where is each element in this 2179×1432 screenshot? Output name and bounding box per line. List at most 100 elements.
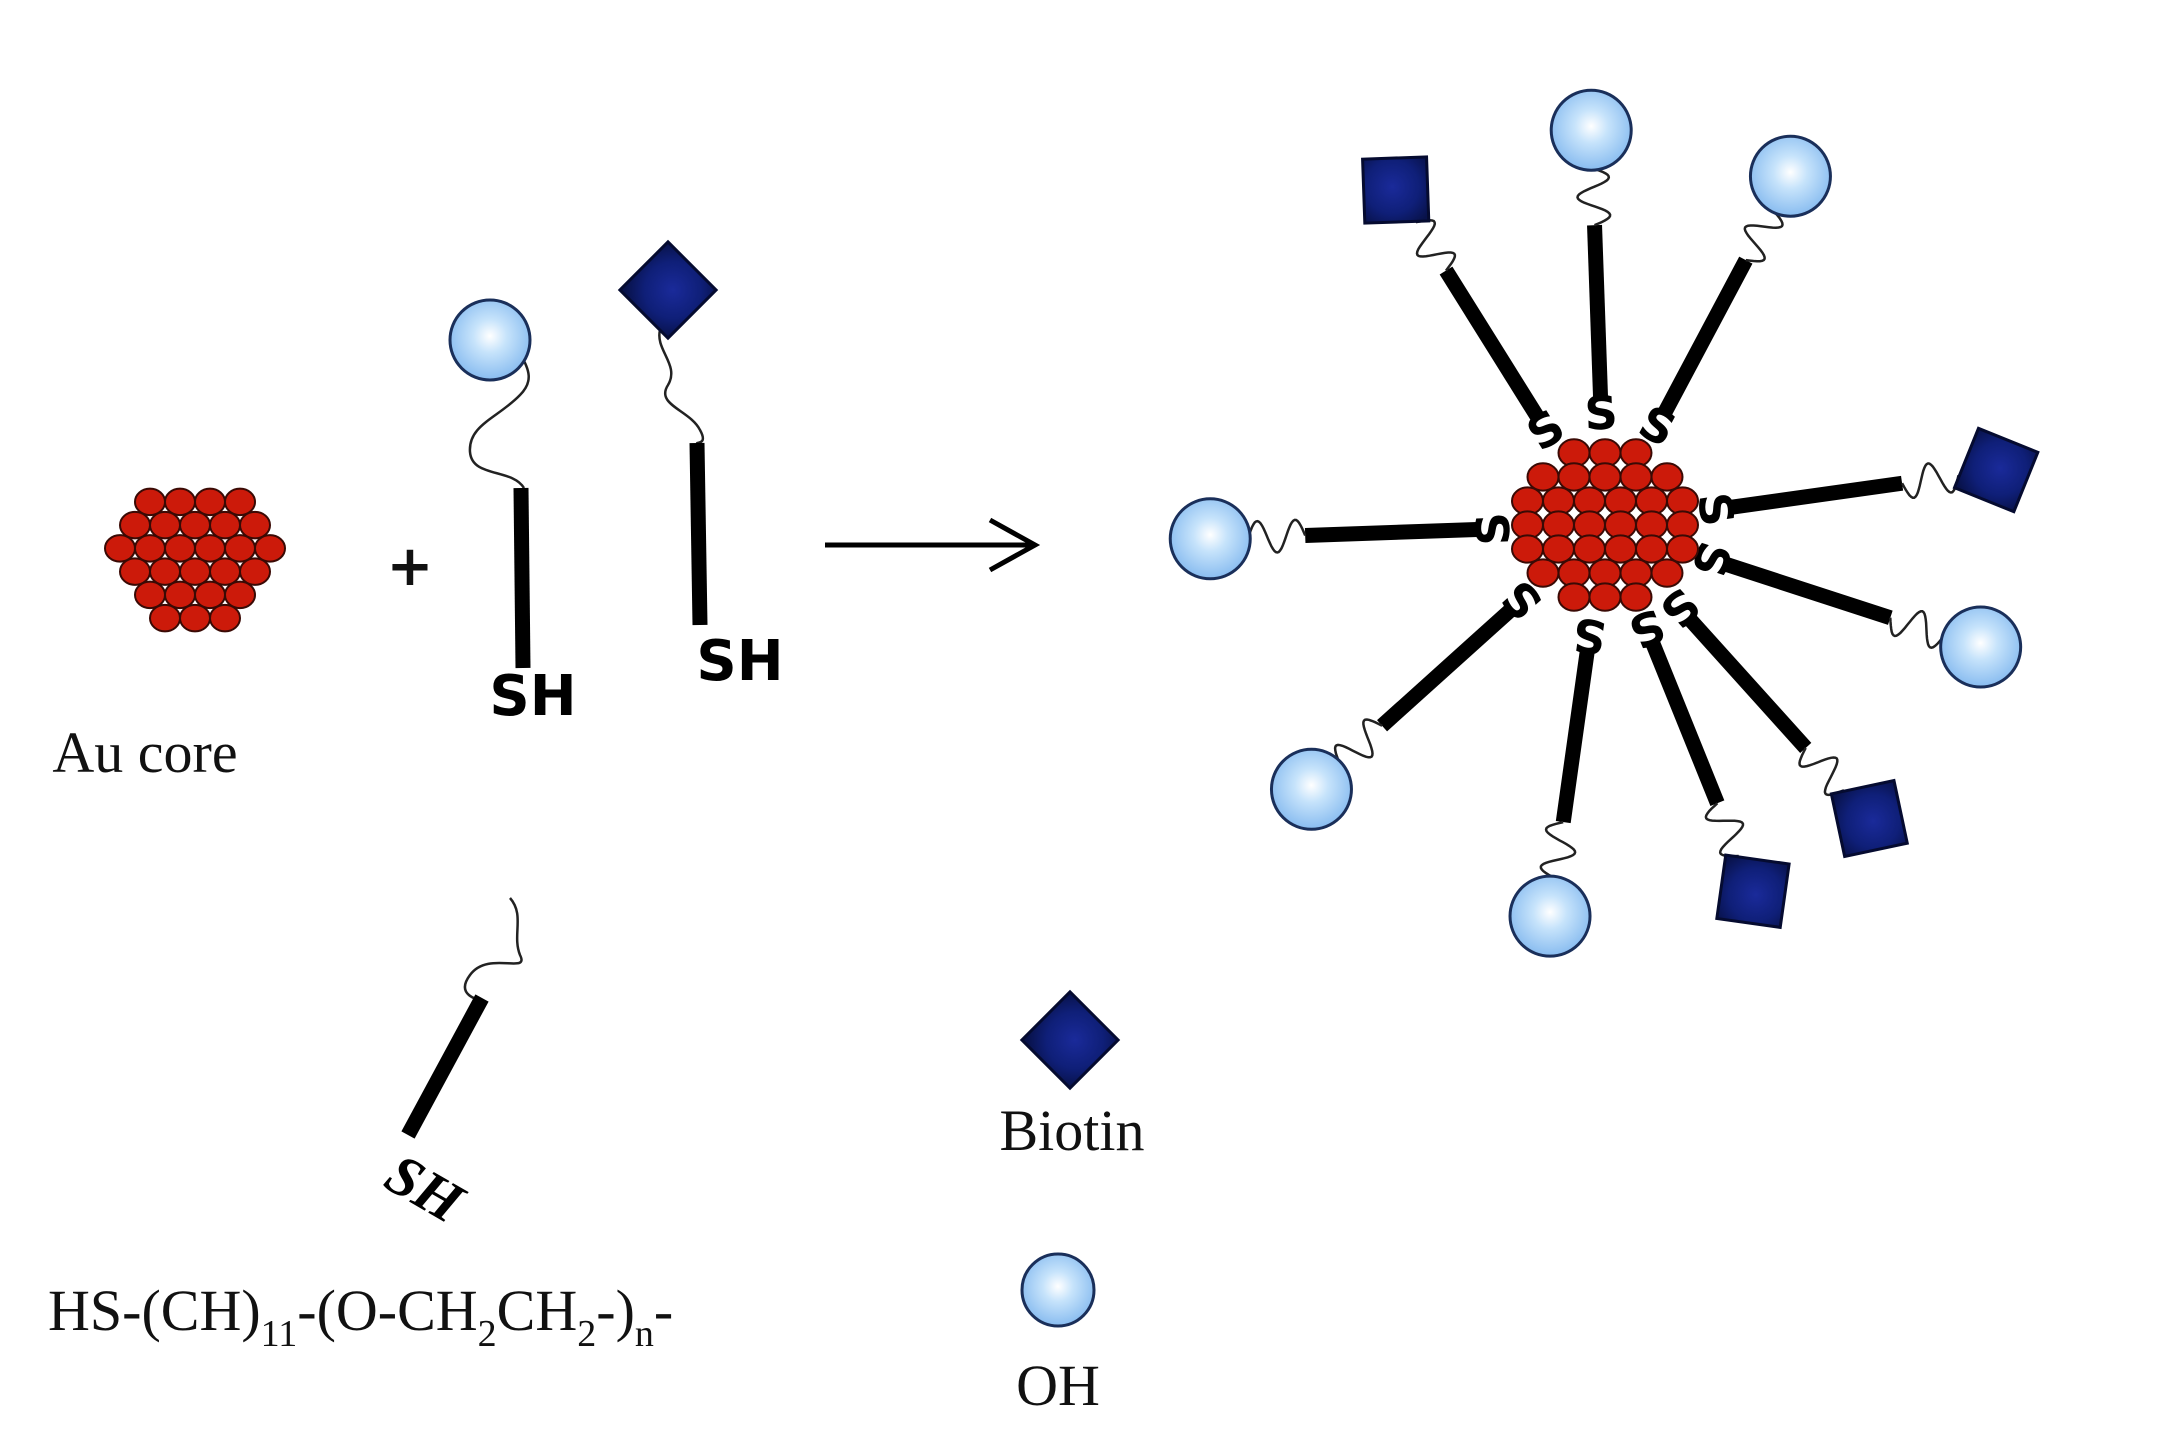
gold-atom xyxy=(1650,462,1684,492)
gold-atom xyxy=(194,534,226,563)
alkyl-chain xyxy=(1439,266,1544,421)
gold-atom xyxy=(194,487,226,517)
thiol-label: SH xyxy=(696,629,783,694)
reaction-arrow xyxy=(825,517,1041,573)
thiol-label: SH xyxy=(375,1141,476,1237)
ligand-formula: HS-(CH)11-(O-CH2CH2-)n- xyxy=(48,1278,673,1355)
surface-ligand: S xyxy=(1630,134,1832,458)
alkyl-chain xyxy=(1555,650,1595,824)
gold-atom xyxy=(1666,534,1699,564)
biotin-thiol-ligand: SH xyxy=(617,239,784,694)
surface-ligand: S xyxy=(1508,607,1610,958)
au-core-cluster xyxy=(104,487,286,633)
alkyl-chain xyxy=(1645,640,1725,806)
oh-thiol-ligand: SH xyxy=(448,298,577,729)
alkyl-chain xyxy=(1658,256,1753,416)
surface-ligand: S xyxy=(1269,570,1553,831)
gold-atom xyxy=(1619,462,1653,492)
peg-spacer xyxy=(1704,802,1745,858)
alkyl-chain xyxy=(1304,521,1478,543)
gold-atom xyxy=(1619,582,1653,612)
gold-atom xyxy=(164,487,196,517)
oh-legend-label: OH xyxy=(1016,1353,1100,1418)
oh-group-icon xyxy=(1168,497,1252,581)
biotin-icon xyxy=(1952,426,2040,514)
gold-atom xyxy=(179,603,211,633)
gold-atom xyxy=(224,487,256,517)
gold-atom xyxy=(164,580,196,610)
peg-spacer xyxy=(1247,518,1307,554)
gold-atom xyxy=(134,534,166,563)
alkyl-chain xyxy=(401,994,489,1139)
alkyl-chain xyxy=(1685,615,1812,753)
surface-ligand: S xyxy=(1361,155,1574,462)
gold-atom xyxy=(1573,534,1606,564)
oh-group-icon xyxy=(448,298,532,382)
biotin-icon xyxy=(1715,853,1791,930)
peg-spacer xyxy=(463,897,523,1002)
au-core-label: Au core xyxy=(52,720,237,785)
peg-spacer xyxy=(658,329,705,447)
gold-atom xyxy=(209,557,241,586)
gold-atom xyxy=(104,534,136,563)
gold-atom xyxy=(1557,582,1591,612)
gold-atom xyxy=(119,557,151,586)
gold-atom xyxy=(1542,534,1575,564)
biotin-legend-label: Biotin xyxy=(999,1098,1144,1163)
oh-group-icon xyxy=(1939,605,2023,689)
alkyl-chain xyxy=(513,487,531,669)
gold-atom xyxy=(239,510,271,540)
gold-atom xyxy=(119,510,151,540)
gold-atom xyxy=(1511,534,1544,564)
gold-atom xyxy=(194,580,226,610)
gold-atom xyxy=(179,557,211,586)
plus-sign: + xyxy=(387,534,434,599)
surface-ligand: S xyxy=(1549,88,1633,441)
peg-spacer xyxy=(1576,167,1612,227)
gold-atom xyxy=(149,510,181,540)
alkyl-chain xyxy=(1724,557,1893,625)
gold-atom xyxy=(224,580,256,610)
gold-atom xyxy=(1635,534,1668,564)
peg-spacer xyxy=(1415,218,1457,272)
oh-group-icon xyxy=(1269,747,1353,831)
gold-atom xyxy=(224,534,256,563)
alkyl-chain xyxy=(689,442,708,626)
au-core-cluster xyxy=(1511,438,1699,612)
gold-atom xyxy=(1557,462,1591,492)
oh-legend-icon xyxy=(1020,1252,1096,1328)
gold-atom xyxy=(1604,534,1637,564)
gold-atom xyxy=(1526,462,1560,492)
gold-atom xyxy=(209,510,241,540)
gold-atom xyxy=(134,487,166,517)
oh-group-icon xyxy=(1549,88,1633,172)
gold-atom xyxy=(239,557,271,586)
gold-atom xyxy=(149,557,181,586)
alkyl-chain xyxy=(1730,475,1904,515)
biotin-icon xyxy=(617,239,719,341)
peg-spacer xyxy=(1333,718,1383,765)
peg-spacer xyxy=(1798,747,1845,797)
surface-ligand: S xyxy=(1687,426,2040,530)
gold-atom xyxy=(254,534,286,563)
peg-spacer xyxy=(1901,462,1960,499)
biotin-legend-icon xyxy=(1019,989,1121,1091)
gold-atom xyxy=(1650,558,1684,588)
biotin-icon xyxy=(1361,155,1431,225)
legend-ligand: SH xyxy=(375,897,523,1237)
oh-group-icon xyxy=(1748,134,1832,218)
peg-spacer xyxy=(468,339,530,489)
alkyl-chain xyxy=(1587,224,1609,398)
gold-atom xyxy=(1526,558,1560,588)
oh-group-icon xyxy=(1508,874,1592,958)
gold-atom xyxy=(1588,462,1622,492)
biotin-icon xyxy=(1829,778,1910,859)
gold-atom xyxy=(179,510,211,540)
gold-atom xyxy=(209,603,241,633)
peg-spacer xyxy=(1743,208,1784,263)
peg-spacer xyxy=(1539,820,1577,880)
gold-atom xyxy=(164,534,196,563)
